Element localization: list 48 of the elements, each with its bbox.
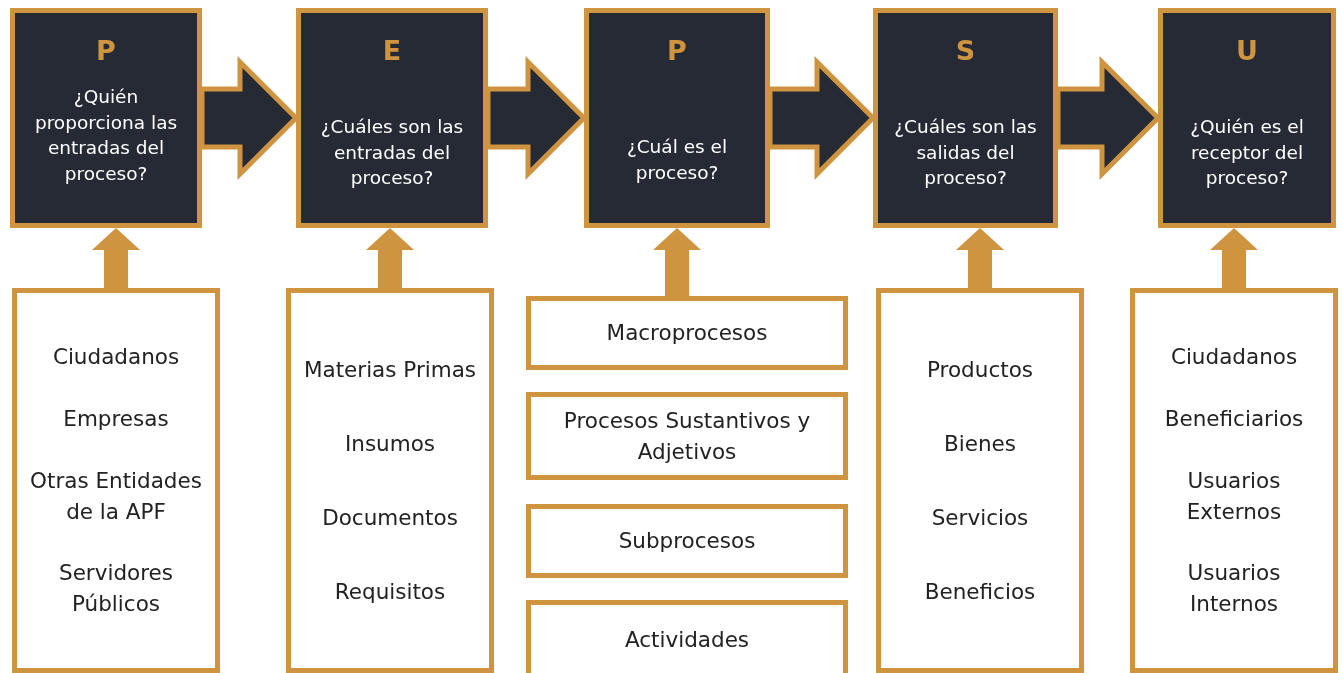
list-item: Otras Entidades de la APF bbox=[29, 466, 203, 526]
list-item: Servidores Públicos bbox=[58, 559, 174, 619]
block-arrow bbox=[956, 228, 1004, 288]
list-box bbox=[1130, 288, 1338, 673]
step-letter: P bbox=[667, 35, 687, 66]
block-arrow bbox=[1210, 228, 1258, 288]
list-box bbox=[286, 288, 494, 673]
list-item: Empresas bbox=[63, 404, 169, 433]
step-letter: S bbox=[955, 35, 976, 66]
list-box bbox=[12, 288, 220, 673]
process-box bbox=[584, 8, 770, 228]
list-item: Bienes bbox=[944, 429, 1016, 458]
process-box bbox=[10, 8, 202, 228]
list-item: Ciudadanos bbox=[1170, 343, 1298, 372]
list-item: Usuarios Internos bbox=[1186, 559, 1282, 619]
list-item: Requisitos bbox=[334, 577, 446, 606]
step-question: ¿Quién es el receptor del proceso? bbox=[1189, 115, 1305, 191]
process-box bbox=[873, 8, 1058, 228]
list-box bbox=[526, 296, 848, 370]
list-box bbox=[526, 600, 848, 673]
step-letter: U bbox=[1236, 35, 1258, 66]
process-box bbox=[1158, 8, 1336, 228]
step-question: ¿Cuáles son las entradas del proceso? bbox=[319, 115, 465, 191]
list-box bbox=[526, 504, 848, 578]
process-box bbox=[296, 8, 488, 228]
step-question: ¿Cuáles son las salidas del proceso? bbox=[893, 115, 1038, 191]
list-item: Procesos Sustantivos y Adjetivos bbox=[562, 406, 812, 466]
list-item: Productos bbox=[927, 355, 1033, 384]
list-item: Subprocesos bbox=[618, 527, 756, 556]
step-question: ¿Cuál es el proceso? bbox=[625, 135, 729, 185]
list-item: Documentos bbox=[322, 503, 458, 532]
list-item: Servicios bbox=[931, 503, 1029, 532]
list-item: Beneficiarios bbox=[1164, 404, 1304, 433]
list-item: Materias Primas bbox=[303, 355, 477, 384]
list-item: Beneficios bbox=[924, 577, 1036, 606]
list-box bbox=[876, 288, 1084, 673]
block-arrow bbox=[366, 228, 414, 288]
list-item: Macroprocesos bbox=[606, 319, 768, 348]
step-question: ¿Quién proporciona las entradas del proceso? bbox=[33, 85, 179, 186]
block-arrow bbox=[92, 228, 140, 288]
step-letter: P bbox=[96, 35, 116, 66]
step-letter: E bbox=[382, 35, 402, 66]
list-item: Insumos bbox=[344, 429, 436, 458]
list-item: Ciudadanos bbox=[52, 343, 180, 372]
list-item: Usuarios Externos bbox=[1185, 466, 1283, 526]
list-box bbox=[526, 392, 848, 480]
block-arrow bbox=[653, 228, 701, 296]
list-item: Actividades bbox=[624, 626, 750, 655]
